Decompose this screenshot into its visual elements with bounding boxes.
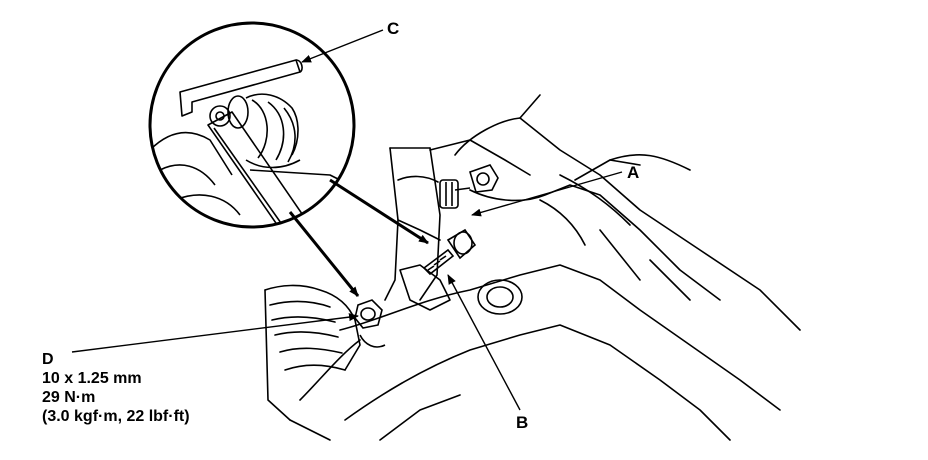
callout-lines	[71, 29, 623, 411]
detail-magnifier	[148, 21, 356, 229]
leader-b	[447, 274, 521, 411]
spec-block-d: D 10 x 1.25 mm 29 N·m (3.0 kgf·m, 22 lbf…	[42, 350, 190, 426]
callout-label-a: A	[627, 163, 640, 182]
link-upper-joint	[439, 164, 499, 209]
callout-label-b: B	[516, 413, 529, 432]
spec-torque-nm: 29 N·m	[42, 389, 96, 406]
callout-label-d: D	[42, 351, 54, 368]
leader-d	[71, 313, 359, 353]
leader-c	[301, 29, 384, 63]
flange-bolt-b	[422, 228, 477, 276]
leader-a	[471, 171, 623, 217]
knuckle-body-outline	[264, 94, 801, 441]
spec-thread: 10 x 1.25 mm	[42, 370, 142, 387]
callout-label-c: C	[387, 19, 400, 38]
spec-torque-alt: (3.0 kgf·m, 22 lbf·ft)	[42, 408, 190, 425]
projection-arrow-upper	[329, 178, 429, 245]
projection-arrow-lower	[288, 211, 360, 297]
